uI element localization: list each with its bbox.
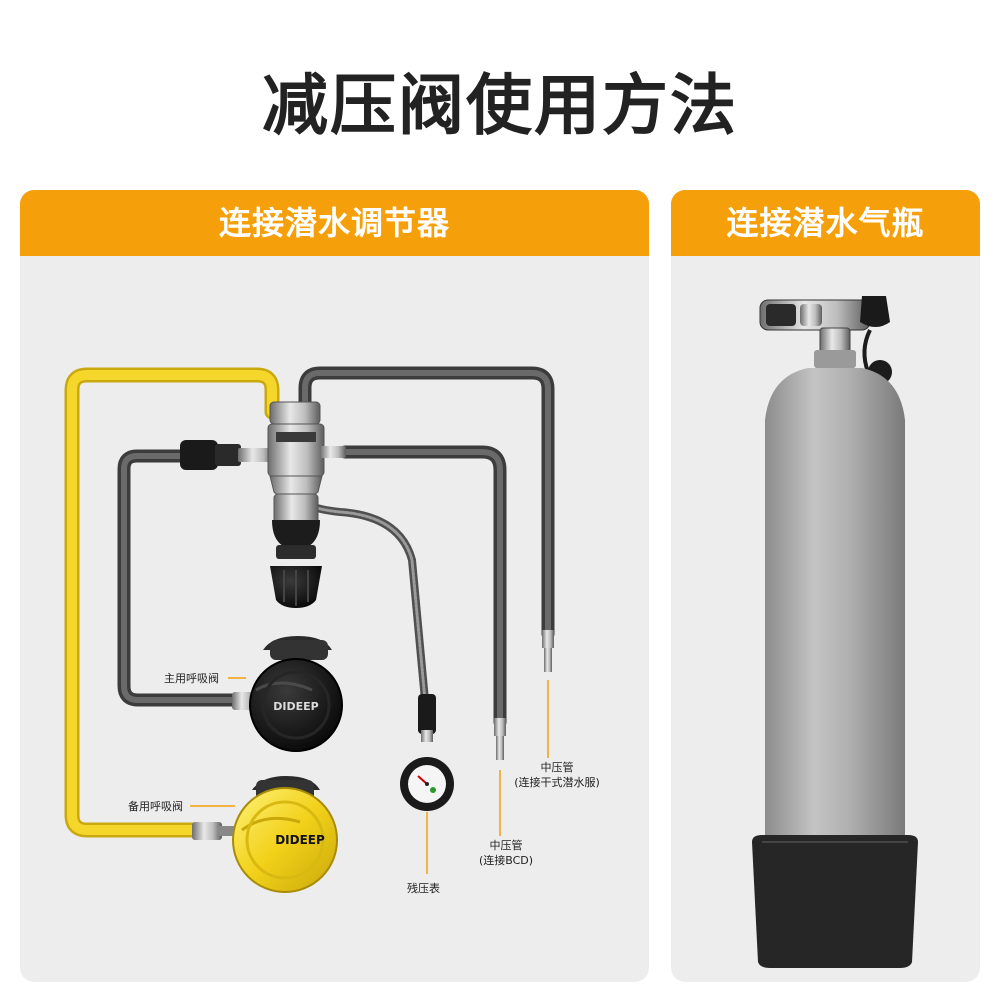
backup-label: 备用呼吸阀 bbox=[128, 800, 183, 813]
primary-hose bbox=[117, 449, 245, 707]
lp-bcd-label-line2: (连接BCD) bbox=[478, 854, 534, 867]
spg-label: 残压表 bbox=[407, 882, 440, 895]
primary-brand-text: DIDEEP bbox=[273, 700, 318, 713]
tank-panel-header: 连接潜水气瓶 bbox=[671, 190, 980, 256]
regulator-panel-header: 连接潜水调节器 bbox=[20, 190, 649, 256]
pressure-gauge bbox=[400, 694, 454, 811]
lp-dry-hose bbox=[298, 366, 555, 641]
lp-dry-label: 中压管 (连接干式潜水服) bbox=[502, 760, 612, 790]
lp-dry-fitting bbox=[542, 630, 554, 672]
backup-second-stage: DIDEEP bbox=[192, 776, 338, 893]
first-stage bbox=[180, 401, 346, 608]
lp-dry-label-line1: 中压管 bbox=[540, 761, 574, 774]
lp-bcd-label-line1: 中压管 bbox=[489, 839, 523, 852]
backup-brand-text: DIDEEP bbox=[275, 833, 325, 847]
lp-dry-label-line2: (连接干式潜水服) bbox=[514, 776, 600, 789]
primary-label: 主用呼吸阀 bbox=[164, 672, 219, 685]
lp-bcd-label: 中压管 (连接BCD) bbox=[466, 838, 546, 868]
diving-tank bbox=[752, 296, 918, 968]
backup-hose bbox=[64, 367, 280, 838]
primary-second-stage: DIDEEP bbox=[232, 636, 343, 752]
page-title: 减压阀使用方法 bbox=[262, 67, 738, 144]
lp-bcd-fitting bbox=[494, 718, 506, 760]
